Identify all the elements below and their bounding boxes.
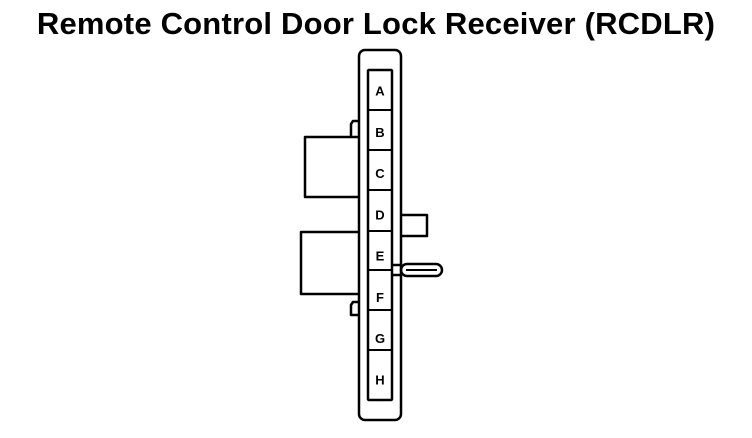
lower-housing-block (299, 230, 359, 296)
pin-label-g: G (375, 331, 385, 346)
pin-label-a: A (375, 84, 385, 99)
pin-label-h: H (375, 372, 384, 387)
pin-labels: A B C D E F G H (375, 84, 385, 388)
upper-latch-tab (349, 119, 359, 138)
connector-cavity (366, 68, 394, 402)
pin-label-f: F (376, 290, 384, 305)
upper-housing-block (303, 135, 359, 199)
pin-label-e: E (376, 249, 385, 264)
lower-latch-tab (349, 300, 359, 317)
pin-label-d: D (375, 207, 384, 222)
right-lock-tab (401, 213, 429, 238)
pin-label-b: B (375, 125, 384, 140)
pin-label-c: C (375, 166, 385, 181)
connector-body (357, 48, 403, 422)
page-title: Remote Control Door Lock Receiver (RCDLR… (36, 6, 716, 41)
tpa-clip (392, 262, 444, 278)
pin-separators (368, 109, 392, 351)
